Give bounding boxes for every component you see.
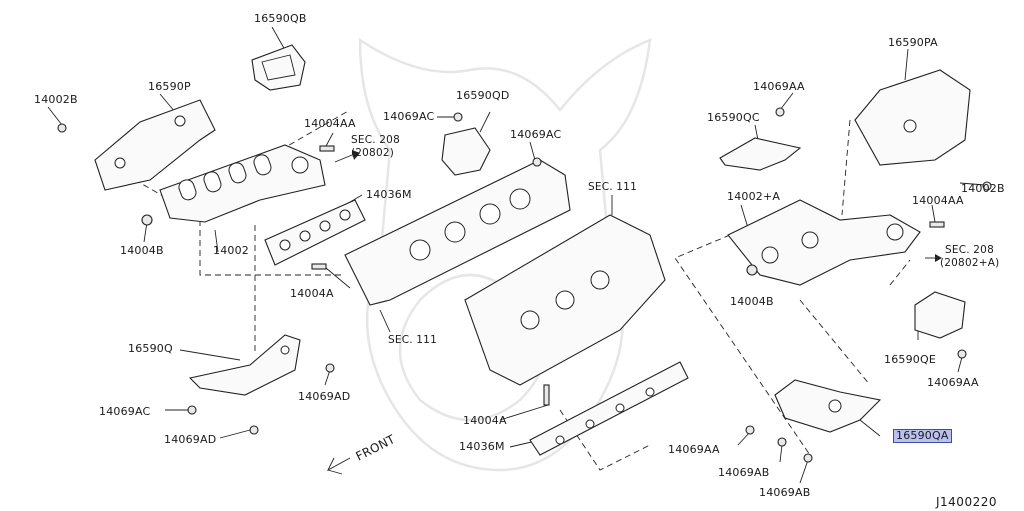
- label-14004a-top: 14004A: [290, 287, 334, 300]
- label-sec208: SEC. 208: [351, 134, 400, 146]
- label-14002: 14002: [213, 244, 249, 257]
- label-14069ab-b: 14069AB: [759, 486, 811, 499]
- studs: [311, 145, 945, 406]
- label-sec111-mid: SEC. 111: [388, 334, 437, 346]
- label-14069ad-b: 14069AD: [164, 433, 217, 446]
- label-14004a-bottom: 14004A: [463, 414, 507, 427]
- label-14004b-right: 14004B: [730, 295, 774, 308]
- label-20802a: (20802+A): [940, 257, 1000, 269]
- diagram-code: J1400220: [936, 495, 997, 509]
- label-14004aa-top: 14004AA: [304, 117, 356, 130]
- heat-insulator-16590qb: [251, 44, 306, 91]
- heat-insulator-16590qc: [719, 137, 802, 171]
- label-16590qb: 16590QB: [254, 12, 307, 25]
- exhaust-manifold-14002a: [727, 199, 921, 286]
- heat-insulator-16590qd: [441, 127, 491, 176]
- heat-insulator-16590pa: [854, 69, 971, 166]
- label-14004aa-right: 14004AA: [912, 194, 964, 207]
- label-16590qd: 16590QD: [456, 89, 510, 102]
- heat-insulator-16590p: [94, 99, 216, 191]
- heat-insulator-16590q: [188, 334, 301, 396]
- label-14036m-top: 14036M: [366, 188, 412, 201]
- label-14069ad-a: 14069AD: [298, 390, 351, 403]
- gasket-14036m-top: [264, 199, 366, 266]
- leader-lines: [47, 26, 986, 484]
- label-16590pa: 16590PA: [888, 36, 938, 49]
- label-14036m-bottom: 14036M: [459, 440, 505, 453]
- label-16590qe: 16590QE: [884, 353, 937, 366]
- label-14069aa-bottom: 14069AA: [668, 443, 720, 456]
- heat-insulator-16590qe: [914, 291, 966, 339]
- label-20802: (20802): [351, 147, 394, 159]
- label-16590qa-highlighted[interactable]: 16590QA: [893, 429, 952, 443]
- label-14069ac-c: 14069AC: [99, 405, 151, 418]
- label-14069ac-a: 14069AC: [383, 110, 435, 123]
- exhaust-manifold-14002: [159, 144, 326, 223]
- label-14002a: 14002+A: [727, 190, 781, 203]
- label-16590q: 16590Q: [128, 342, 173, 355]
- front-arrow: [326, 457, 351, 475]
- heat-insulator-16590qa: [774, 379, 882, 433]
- label-16590qc: 16590QC: [707, 111, 760, 124]
- label-sec111-top: SEC. 111: [588, 181, 637, 193]
- cylinder-head-left: [344, 159, 571, 306]
- bolts: [57, 107, 992, 463]
- label-16590p: 16590P: [148, 80, 191, 93]
- label-14002b-right: 14002B: [961, 182, 1005, 195]
- label-14069aa-top: 14069AA: [753, 80, 805, 93]
- gasket-14036m-bottom: [529, 361, 689, 456]
- label-14069ac-b: 14069AC: [510, 128, 562, 141]
- label-14069ab-a: 14069AB: [718, 466, 770, 479]
- sec208-arrows: [334, 150, 942, 262]
- label-sec208-right: SEC. 208: [945, 244, 994, 256]
- label-14002b-left: 14002B: [34, 93, 78, 106]
- watermark-logo: [358, 37, 652, 472]
- label-14004b-left: 14004B: [120, 244, 164, 257]
- cylinder-head-right: [464, 214, 666, 386]
- label-14069aa-right: 14069AA: [927, 376, 979, 389]
